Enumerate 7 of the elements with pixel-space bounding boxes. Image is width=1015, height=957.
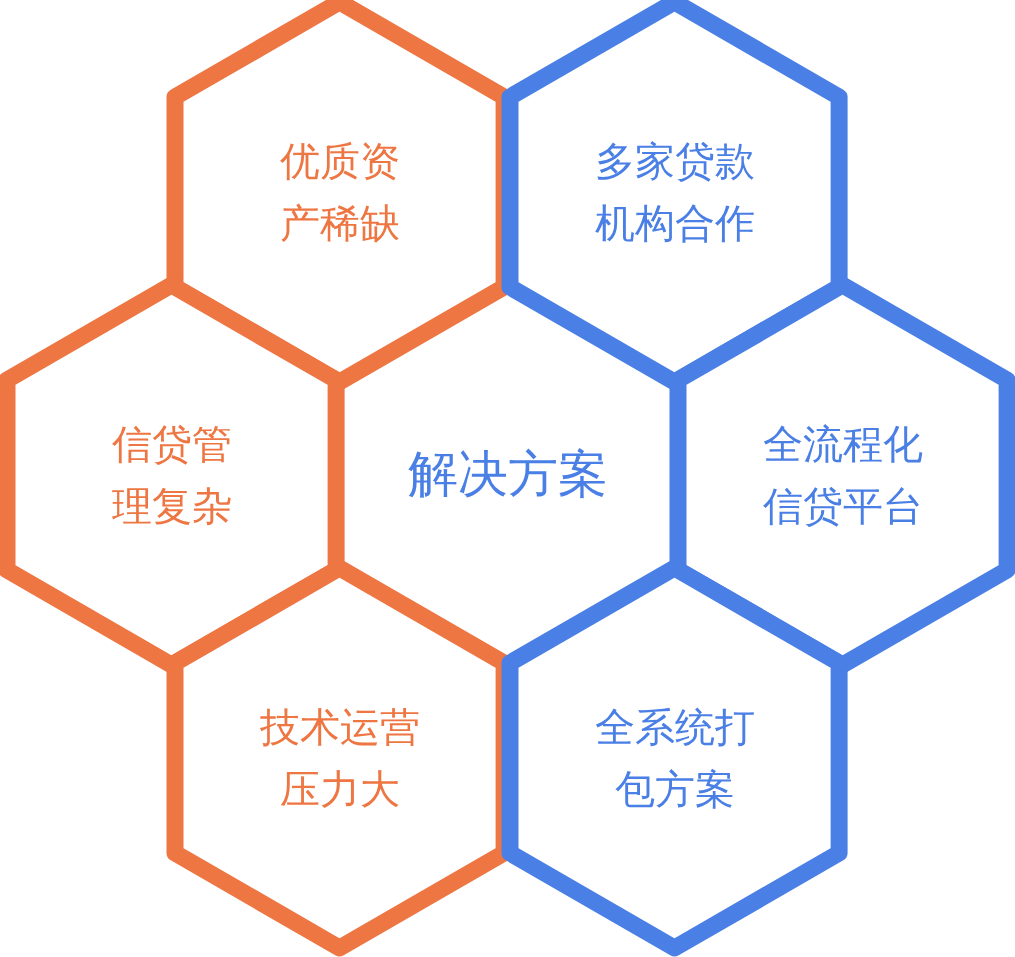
hexagon-label: 优质资产稀缺	[279, 137, 401, 248]
hexagon-label: 技术运营压力大	[259, 703, 421, 814]
hexagon-label: 解决方案	[407, 444, 609, 506]
hexagon-label: 多家贷款机构合作	[594, 137, 756, 248]
hexagon-label: 信贷管理复杂	[111, 420, 233, 531]
hexagon-label: 全系统打包方案	[594, 703, 756, 814]
hexagon-label: 全流程化信贷平台	[762, 420, 924, 531]
